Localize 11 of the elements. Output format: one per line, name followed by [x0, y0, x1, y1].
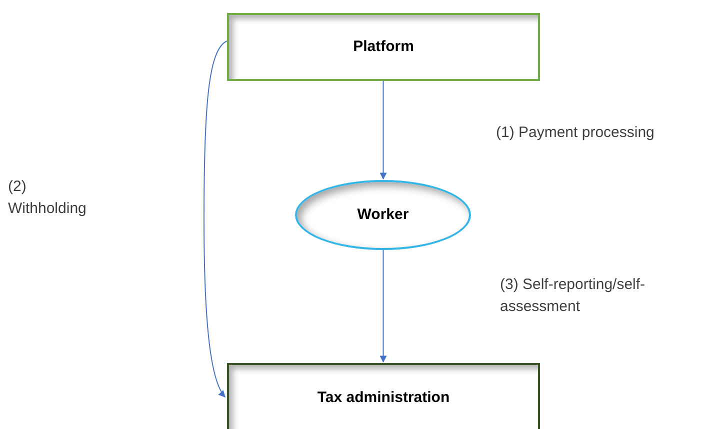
process-box: [227, 13, 540, 81]
annotation-text: (2) Withholding: [8, 177, 88, 219]
arrow: [380, 250, 387, 363]
process-box: [227, 363, 540, 429]
annotation-text: (1) Payment processing: [496, 123, 656, 143]
arrow: [380, 80, 387, 180]
node-label: Tax administration: [317, 388, 450, 408]
annotation-text: (3) Self-reporting/self- assessment: [500, 275, 646, 317]
node-label: Platform: [353, 36, 414, 57]
node-label: Worker: [357, 204, 409, 225]
arrow: [204, 40, 228, 398]
